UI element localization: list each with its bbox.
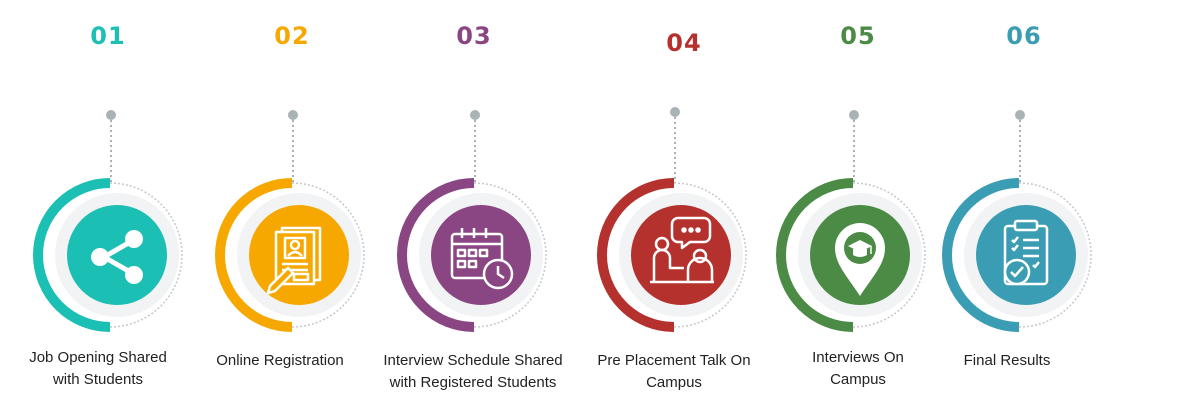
step-label-line2: Campus: [830, 371, 886, 388]
connector: [470, 110, 480, 185]
connector: [1015, 110, 1025, 185]
checklist-icon: [1003, 219, 1049, 286]
step-label: Interview Schedule Shared with Registere…: [373, 350, 573, 394]
share-icon: [91, 230, 143, 284]
connector: [106, 110, 116, 185]
step-label-line1: Interviews On: [812, 349, 904, 366]
registration-form-icon: [266, 226, 322, 295]
presentation-talk-icon: [650, 216, 714, 284]
step-number: 02: [274, 22, 310, 50]
calendar-clock-icon: [450, 228, 514, 290]
step-number: 06: [1006, 22, 1042, 50]
step-label: Online Registration: [180, 350, 380, 372]
campus-location-icon: [835, 223, 885, 296]
step-number: 03: [456, 22, 492, 50]
step-label: Interviews On Campus: [758, 347, 958, 391]
step-6: 06 Final Results: [919, 0, 1119, 407]
step-label-line1: Pre Placement Talk On: [597, 352, 751, 369]
step-1: 01 Job Opening Shared with Students: [10, 0, 210, 407]
connector: [849, 110, 859, 185]
step-3: 03 Interview Schedule Shared with Regist…: [374, 0, 574, 407]
step-number: 01: [90, 22, 126, 50]
step-ring: [597, 178, 747, 332]
step-label-line2: with Registered Students: [389, 374, 557, 391]
step-label-line2: Campus: [646, 374, 702, 391]
step-label-line1: Online Registration: [216, 352, 344, 369]
step-label: Job Opening Shared with Students: [0, 347, 198, 391]
step-label-line1: Final Results: [963, 352, 1051, 369]
step-number: 05: [840, 22, 876, 50]
step-4: 04 Pre Placement Talk On Campus: [574, 0, 774, 407]
connector: [288, 110, 298, 185]
step-number: 04: [666, 29, 702, 57]
connector: [670, 107, 680, 183]
step-label-line1: Interview Schedule Shared: [383, 352, 563, 369]
step-label: Pre Placement Talk On Campus: [574, 350, 774, 394]
step-2: 02 Online Registration: [192, 0, 392, 407]
step-label-line2: with Students: [52, 371, 144, 388]
step-label: Final Results: [907, 350, 1107, 372]
step-label-line1: Job Opening Shared: [29, 349, 167, 366]
step-5: 05 Interviews On Campus: [753, 0, 953, 407]
step-ring: [33, 178, 183, 332]
